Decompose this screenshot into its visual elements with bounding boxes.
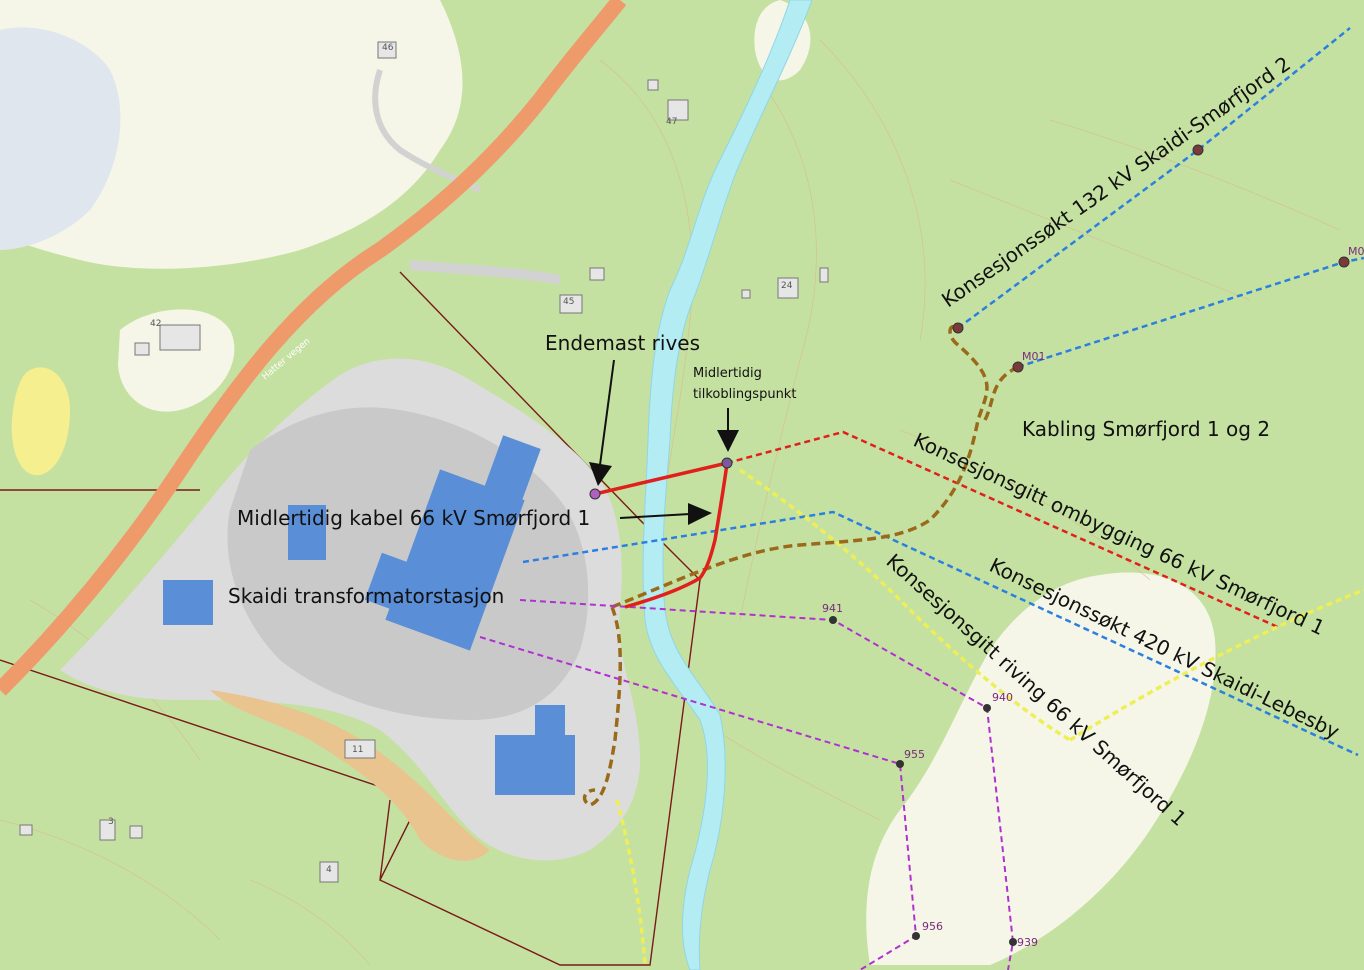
masts xyxy=(589,144,1350,946)
mast-marker-m0[interactable] xyxy=(1338,256,1350,268)
label-kabling: Kabling Smørfjord 1 og 2 xyxy=(1022,417,1270,441)
line-ombygging xyxy=(726,430,1281,630)
mast-marker-132-end[interactable] xyxy=(952,322,964,334)
building-number-24: 24 xyxy=(781,281,793,291)
mast-label-941: 941 xyxy=(822,602,843,615)
yellow-area xyxy=(11,367,70,476)
mast-marker-956[interactable] xyxy=(912,932,920,940)
label-midlertidig-kabel: Midlertidig kabel 66 kV Smørfjord 1 xyxy=(237,506,590,530)
mast-label-956: 956 xyxy=(922,920,943,933)
label-endemast: Endemast rives xyxy=(545,331,700,355)
temporary-cable xyxy=(594,460,730,609)
building-number-4: 4 xyxy=(326,865,332,875)
mast-label-m0: M0 xyxy=(1348,245,1364,258)
gravel-road-farm xyxy=(409,260,561,285)
mast-label-940: 940 xyxy=(992,691,1013,704)
building-number-46: 46 xyxy=(382,43,394,53)
mast-marker-132-mid[interactable] xyxy=(1192,144,1204,156)
open-land-east xyxy=(866,572,1216,965)
line-420kv xyxy=(522,510,1359,757)
label-tilkobling-1: Midlertidig xyxy=(693,366,762,381)
mast-marker-941[interactable] xyxy=(829,616,837,624)
building-number-3: 3 xyxy=(108,817,114,827)
building-number-42: 42 xyxy=(150,319,161,329)
building-number-47: 47 xyxy=(666,117,677,127)
mast-marker-939[interactable] xyxy=(1009,938,1017,946)
mast-label-939: 939 xyxy=(1017,936,1038,949)
small-buildings xyxy=(19,41,829,883)
open-land-lake xyxy=(0,27,121,250)
line-riving xyxy=(615,468,1364,966)
label-transformator: Skaidi transformatorstasjon xyxy=(228,584,504,608)
label-tilkobling-2: tilkoblingspunkt xyxy=(693,387,796,402)
mast-marker-955[interactable] xyxy=(896,760,904,768)
building-number-45: 45 xyxy=(563,297,574,307)
open-land-northwest xyxy=(0,0,463,269)
station-buildings xyxy=(163,435,575,795)
mast-label-955: 955 xyxy=(904,748,925,761)
substation-slope xyxy=(210,690,490,861)
annotation-arrows xyxy=(589,359,739,525)
mast-label-m01: M01 xyxy=(1022,350,1046,363)
building-number-11: 11 xyxy=(352,745,363,755)
mast-marker-940[interactable] xyxy=(983,704,991,712)
main-road xyxy=(0,0,627,696)
mast-marker-tilkobling[interactable] xyxy=(721,457,733,469)
open-land-farm xyxy=(118,309,235,412)
mast-marker-endemast[interactable] xyxy=(589,488,601,500)
cable-trench xyxy=(582,324,1019,807)
mast-marker-m01[interactable] xyxy=(1012,361,1024,373)
